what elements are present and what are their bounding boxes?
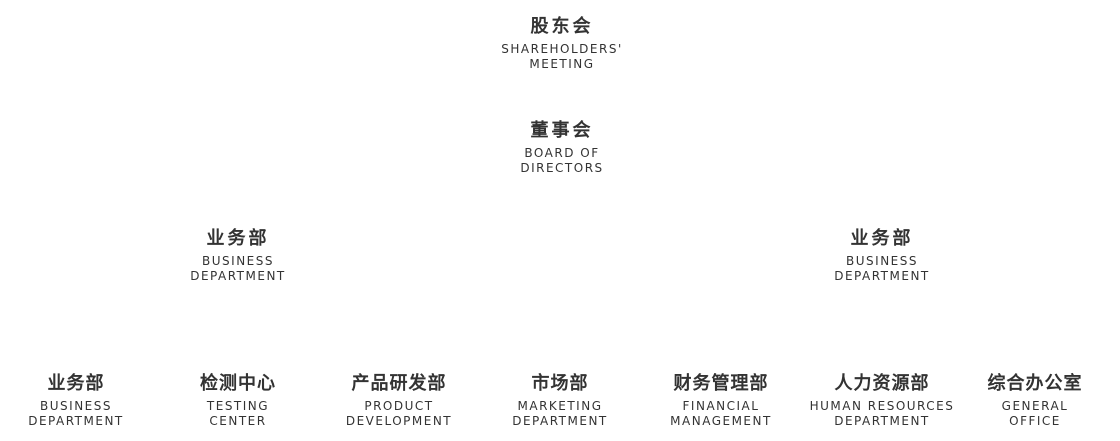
node-dept-marketing: 市场部 MARKETING DEPARTMENT xyxy=(475,373,645,429)
node-title-en-line2: DEVELOPMENT xyxy=(345,414,453,428)
node-title-zh: 股东会 xyxy=(530,16,594,37)
node-title-zh: 董事会 xyxy=(530,120,594,141)
node-title-en-line2: MANAGEMENT xyxy=(670,414,772,428)
node-title-en-line1: PRODUCT xyxy=(364,399,434,413)
node-title-en-line1: FINANCIAL xyxy=(682,399,760,413)
node-title-en-line1: BUSINESS xyxy=(40,399,112,413)
node-title-en-line2: OFFICE xyxy=(1009,414,1061,428)
node-title-zh: 人力资源部 xyxy=(834,373,930,394)
node-title-en-line1: GENERAL xyxy=(1001,399,1069,413)
node-title-zh: 业务部 xyxy=(47,373,105,394)
node-title-en-line1: BOARD OF xyxy=(524,146,600,160)
node-dept-testing-center: 检测中心 TESTING CENTER xyxy=(153,373,323,429)
node-title-en-line1: TESTING xyxy=(206,399,270,413)
node-business-department-right: 业务部 BUSINESS DEPARTMENT xyxy=(797,228,967,284)
node-dept-general-office: 综合办公室 GENERAL OFFICE xyxy=(950,373,1120,429)
node-dept-human-resources: 人力资源部 HUMAN RESOURCES DEPARTMENT xyxy=(797,373,967,429)
node-title-en-line2: DEPARTMENT xyxy=(28,414,124,428)
node-title-en-line2: MEETING xyxy=(529,57,595,71)
node-title-zh: 业务部 xyxy=(206,228,270,249)
node-title-zh: 财务管理部 xyxy=(673,373,769,394)
node-shareholders-meeting: 股东会 SHAREHOLDERS' MEETING xyxy=(477,16,647,72)
node-business-department-left: 业务部 BUSINESS DEPARTMENT xyxy=(153,228,323,284)
node-dept-product-development: 产品研发部 PRODUCT DEVELOPMENT xyxy=(314,373,484,429)
node-title-en-line1: SHAREHOLDERS' xyxy=(501,42,623,56)
node-title-en-line2: DEPARTMENT xyxy=(190,269,286,283)
node-title-en-line2: DEPARTMENT xyxy=(834,269,930,283)
node-board-of-directors: 董事会 BOARD OF DIRECTORS xyxy=(477,120,647,176)
node-title-en-line1: HUMAN RESOURCES xyxy=(809,399,955,413)
node-title-zh: 市场部 xyxy=(531,373,589,394)
node-title-en-line2: DEPARTMENT xyxy=(512,414,608,428)
node-title-zh: 检测中心 xyxy=(200,373,276,394)
node-title-zh: 综合办公室 xyxy=(987,373,1083,394)
node-title-en-line1: BUSINESS xyxy=(846,254,918,268)
node-title-en-line1: MARKETING xyxy=(517,399,603,413)
node-title-en-line2: DEPARTMENT xyxy=(834,414,930,428)
node-dept-financial-management: 财务管理部 FINANCIAL MANAGEMENT xyxy=(636,373,806,429)
node-title-en-line2: DIRECTORS xyxy=(520,161,604,175)
node-dept-business: 业务部 BUSINESS DEPARTMENT xyxy=(0,373,161,429)
node-title-en-line1: BUSINESS xyxy=(202,254,274,268)
node-title-zh: 业务部 xyxy=(850,228,914,249)
node-title-zh: 产品研发部 xyxy=(351,373,447,394)
node-title-en-line2: CENTER xyxy=(209,414,267,428)
